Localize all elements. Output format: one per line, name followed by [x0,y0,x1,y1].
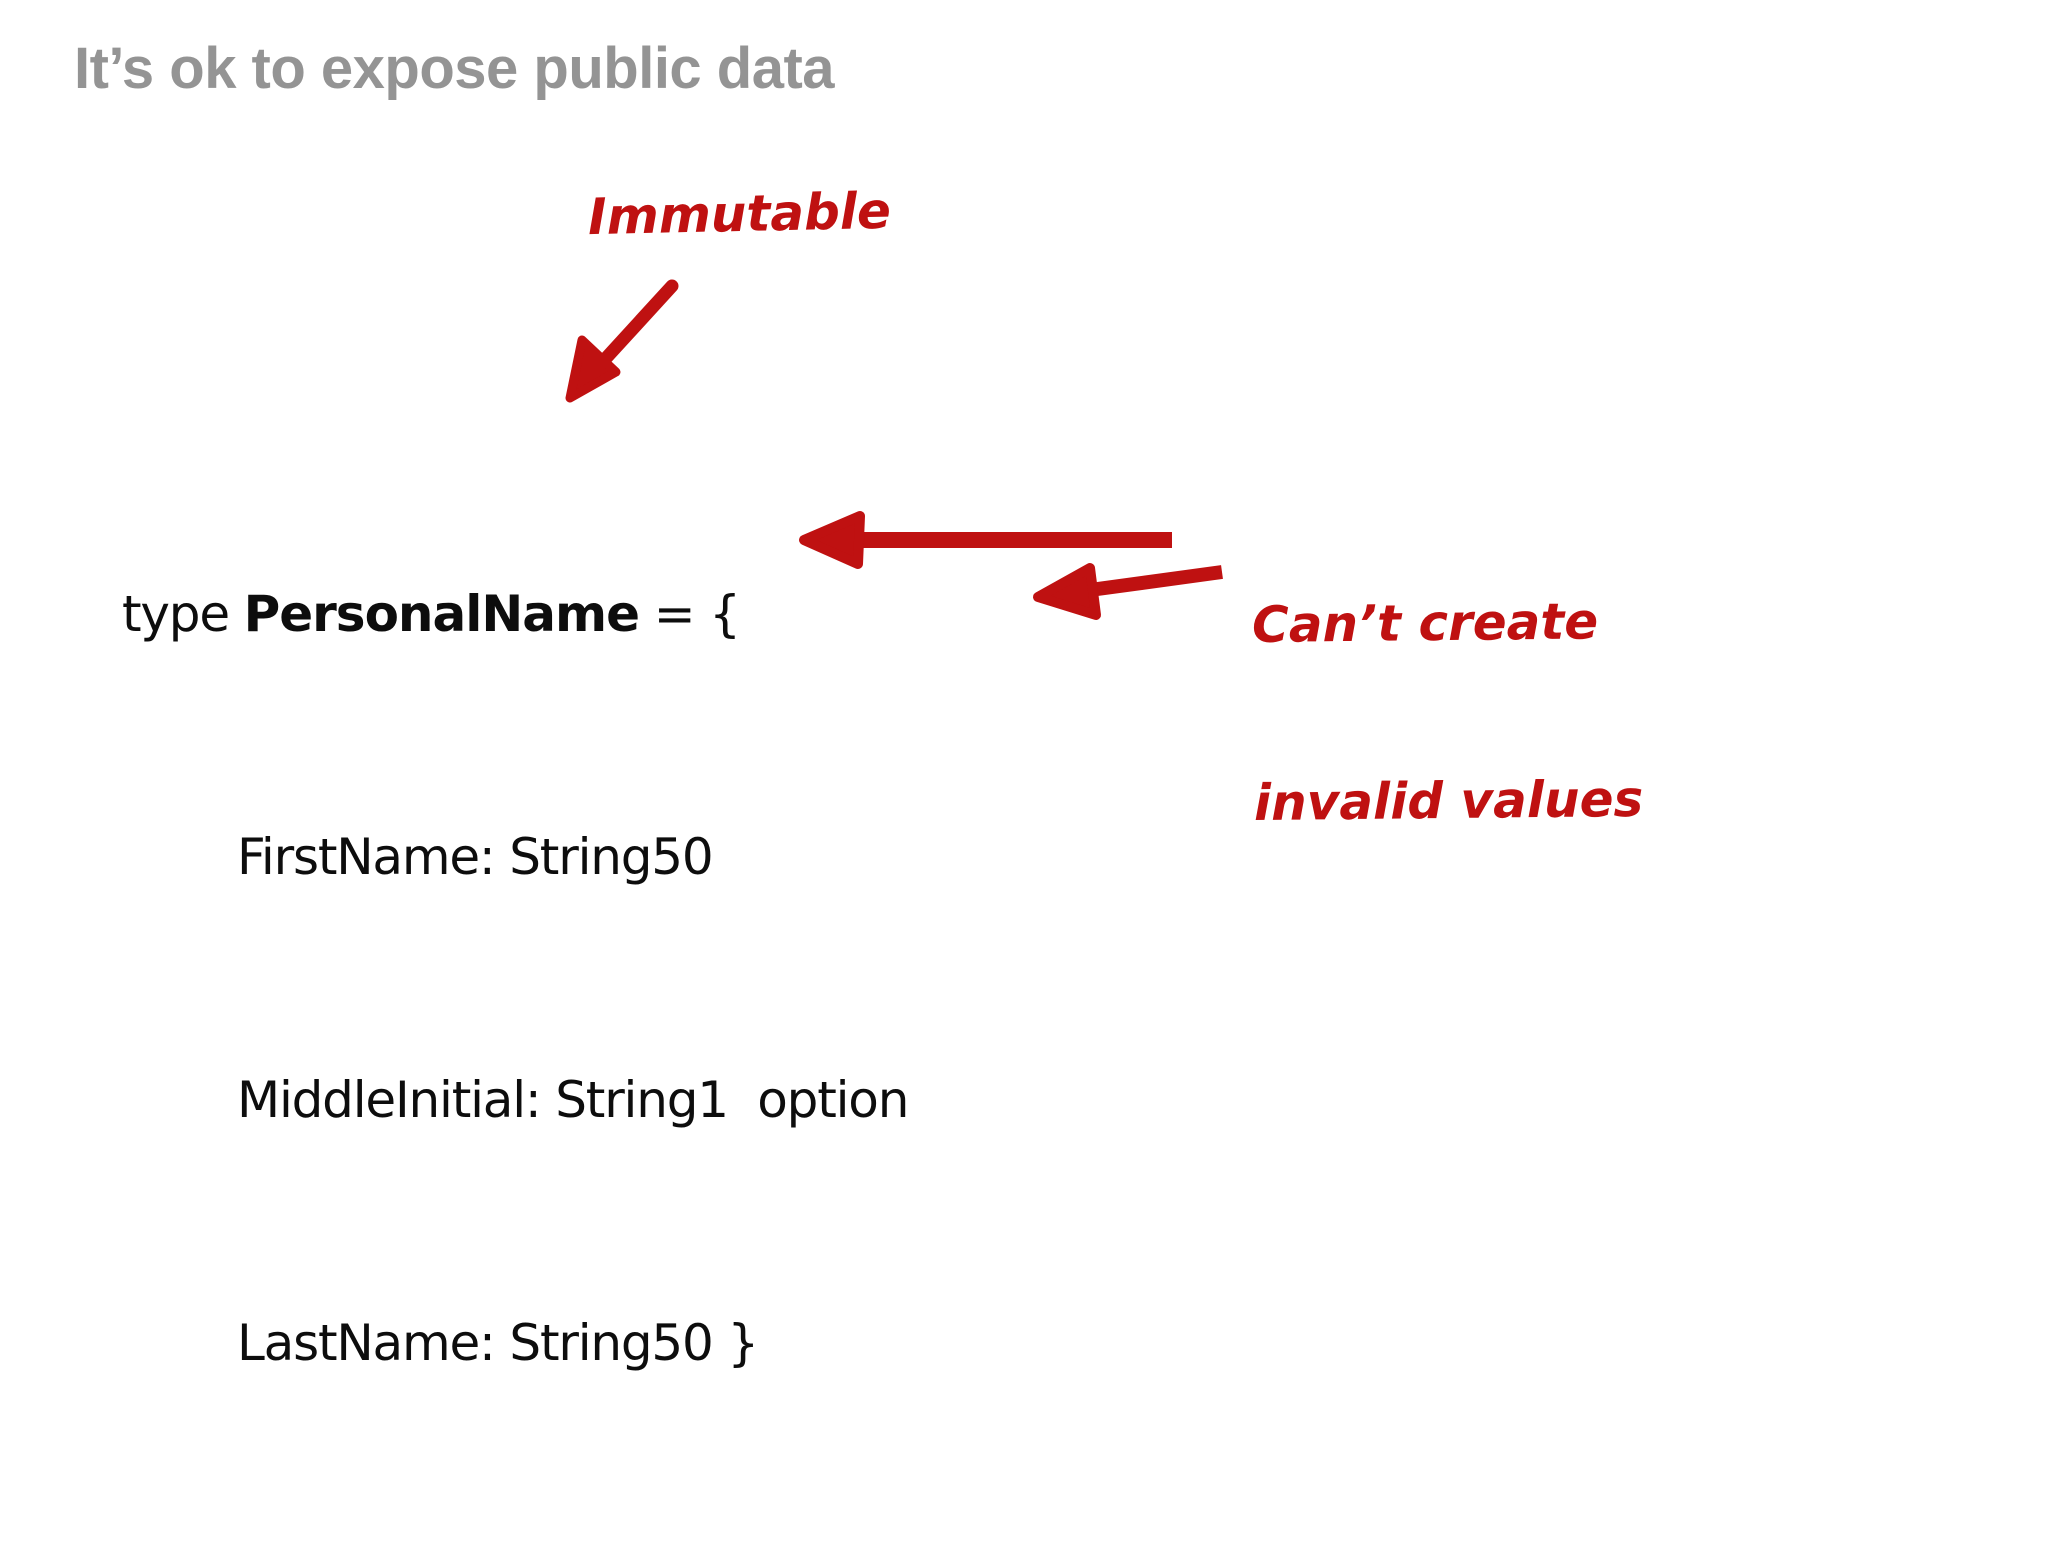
code-line1-tail: = { [639,585,741,643]
code-type-name: PersonalName [243,585,640,643]
code-line-type-declaration: type PersonalName = { [122,574,908,655]
code-keyword-type: type [122,585,244,643]
annotation-cant-create-invalid-values: Can’t create invalid values [1251,486,1645,938]
code-snippet: type PersonalName = { FirstName: String5… [122,412,909,1546]
code-line-last-name: LastName: String50 } [237,1314,759,1372]
page-title: It’s ok to expose public data [74,36,835,101]
code-line-middle-initial: MiddleInitial: String1 option [237,1071,909,1129]
annotation-invalid-line-1: Can’t create [1251,592,1599,655]
annotation-invalid-line-2: invalid values [1253,769,1644,833]
arrow-immutable-icon [565,279,679,403]
annotation-immutable: Immutable [587,181,892,247]
code-line-first-name: FirstName: String50 [237,828,714,886]
arrow-middle-initial-icon [1033,563,1223,620]
